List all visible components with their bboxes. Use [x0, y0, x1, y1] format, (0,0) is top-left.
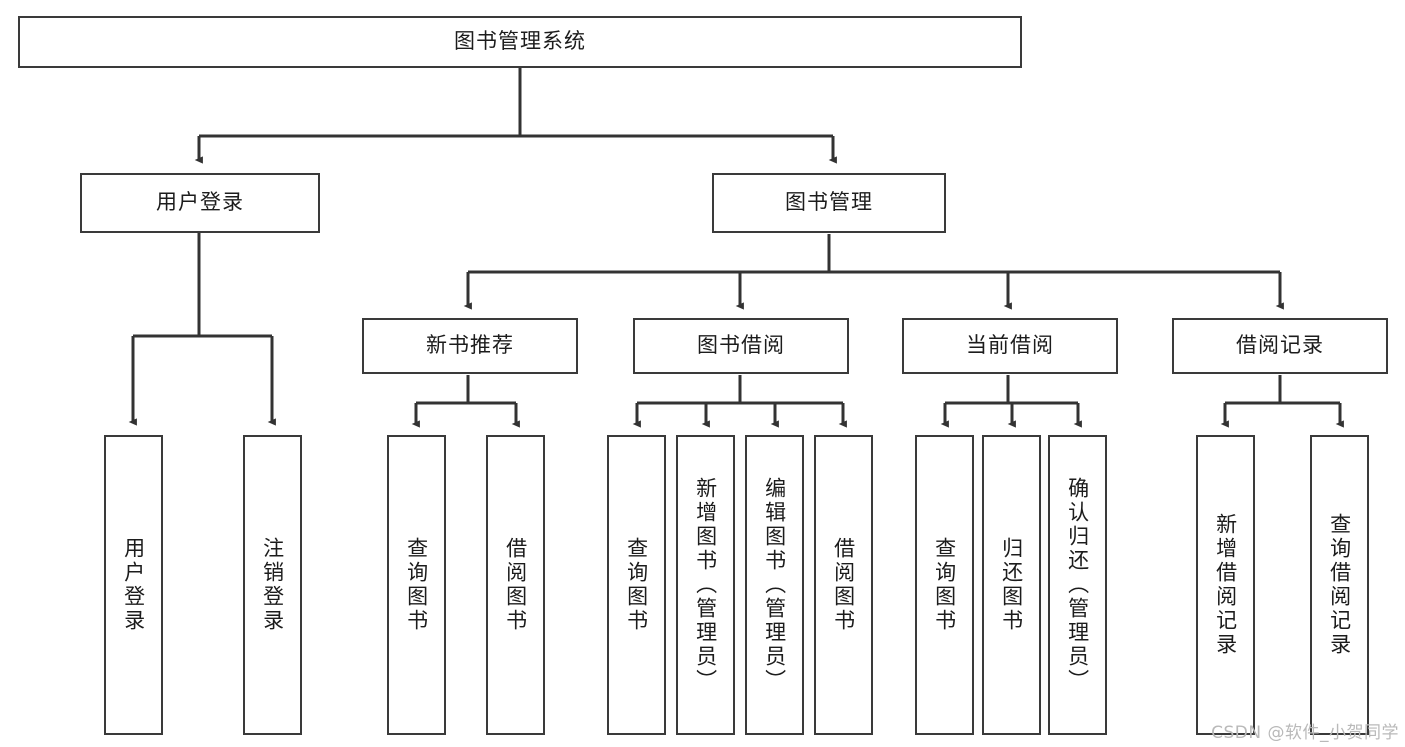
leaf-book-borrow-edit-admin[interactable]: 编辑图书（管理员）	[745, 435, 804, 735]
node-label: 新增图书（管理员）	[693, 477, 718, 693]
node-label: 用户登录	[156, 190, 244, 215]
node-label: 查询图书	[404, 537, 429, 633]
node-label: 查询图书	[624, 537, 649, 633]
node-user-login[interactable]: 用户登录	[80, 173, 320, 233]
node-book-borrow[interactable]: 图书借阅	[633, 318, 849, 374]
leaf-book-borrow-add-admin[interactable]: 新增图书（管理员）	[676, 435, 735, 735]
node-label: 查询图书	[932, 537, 957, 633]
node-label: 编辑图书（管理员）	[762, 477, 787, 693]
node-label: 查询借阅记录	[1327, 513, 1352, 657]
node-book-management[interactable]: 图书管理	[712, 173, 946, 233]
leaf-borrow-record-query[interactable]: 查询借阅记录	[1310, 435, 1369, 735]
node-label: 借阅图书	[503, 537, 528, 633]
leaf-user-login-login[interactable]: 用户登录	[104, 435, 163, 735]
node-borrow-record[interactable]: 借阅记录	[1172, 318, 1388, 374]
leaf-new-book-borrow[interactable]: 借阅图书	[486, 435, 545, 735]
leaf-current-borrow-confirm-admin[interactable]: 确认归还（管理员）	[1048, 435, 1107, 735]
node-label: 借阅图书	[831, 537, 856, 633]
node-root-book-management-system[interactable]: 图书管理系统	[18, 16, 1022, 68]
leaf-current-borrow-return[interactable]: 归还图书	[982, 435, 1041, 735]
leaf-current-borrow-query[interactable]: 查询图书	[915, 435, 974, 735]
leaf-book-borrow-borrow[interactable]: 借阅图书	[814, 435, 873, 735]
node-label: 图书借阅	[697, 333, 785, 358]
csdn-watermark: CSDN @软件_小贺同学	[1211, 723, 1399, 743]
node-label: 借阅记录	[1236, 333, 1324, 358]
node-label: 注销登录	[260, 537, 285, 633]
node-label: 新增借阅记录	[1213, 513, 1238, 657]
node-label: 归还图书	[999, 537, 1024, 633]
node-label: 确认归还（管理员）	[1065, 477, 1090, 693]
node-current-borrow[interactable]: 当前借阅	[902, 318, 1118, 374]
leaf-borrow-record-add[interactable]: 新增借阅记录	[1196, 435, 1255, 735]
node-label: 新书推荐	[426, 333, 514, 358]
leaf-user-login-logout[interactable]: 注销登录	[243, 435, 302, 735]
node-label: 图书管理	[785, 190, 873, 215]
leaf-book-borrow-query[interactable]: 查询图书	[607, 435, 666, 735]
node-label: 用户登录	[121, 537, 146, 633]
node-new-book-recommend[interactable]: 新书推荐	[362, 318, 578, 374]
node-label: 当前借阅	[966, 333, 1054, 358]
leaf-new-book-query[interactable]: 查询图书	[387, 435, 446, 735]
node-label: 图书管理系统	[454, 29, 586, 54]
